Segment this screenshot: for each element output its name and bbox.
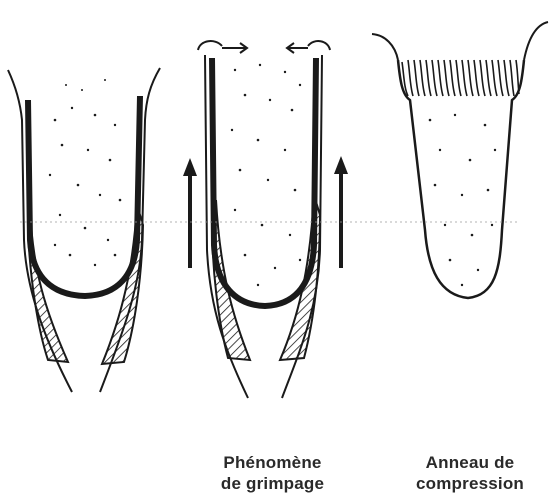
particle-speckles [49,79,122,266]
top-curl-right [308,41,330,50]
hatched-wedge-left [212,200,250,360]
compression-ring [402,60,519,96]
arrow-left-icon [287,43,308,53]
tube-rim-left [372,34,398,60]
caption-line: Phénomène [190,452,355,473]
particle-speckles [231,64,301,286]
hatched-wedge-right [280,195,320,360]
tube-inner-wall [212,58,316,306]
caption-climbing: Phénomène de grimpage [190,452,355,494]
arrow-right-icon [222,43,247,53]
caption-line: compression [385,473,555,494]
tube-inner-wall [28,96,140,296]
arrow-up-icon [183,158,197,268]
panel-compression-ring [372,22,548,298]
caption-compression-ring: Anneau de compression [385,452,555,494]
tube-rim-right [524,22,548,60]
caption-line: Anneau de [385,452,555,473]
tube-outer-wall-left [8,70,72,392]
particle-speckles [429,114,496,286]
panel-climbing [183,41,348,398]
top-curl-left [198,41,222,50]
caption-line: de grimpage [190,473,355,494]
arrow-up-icon [334,156,348,268]
panel-initial-tube [8,68,160,392]
